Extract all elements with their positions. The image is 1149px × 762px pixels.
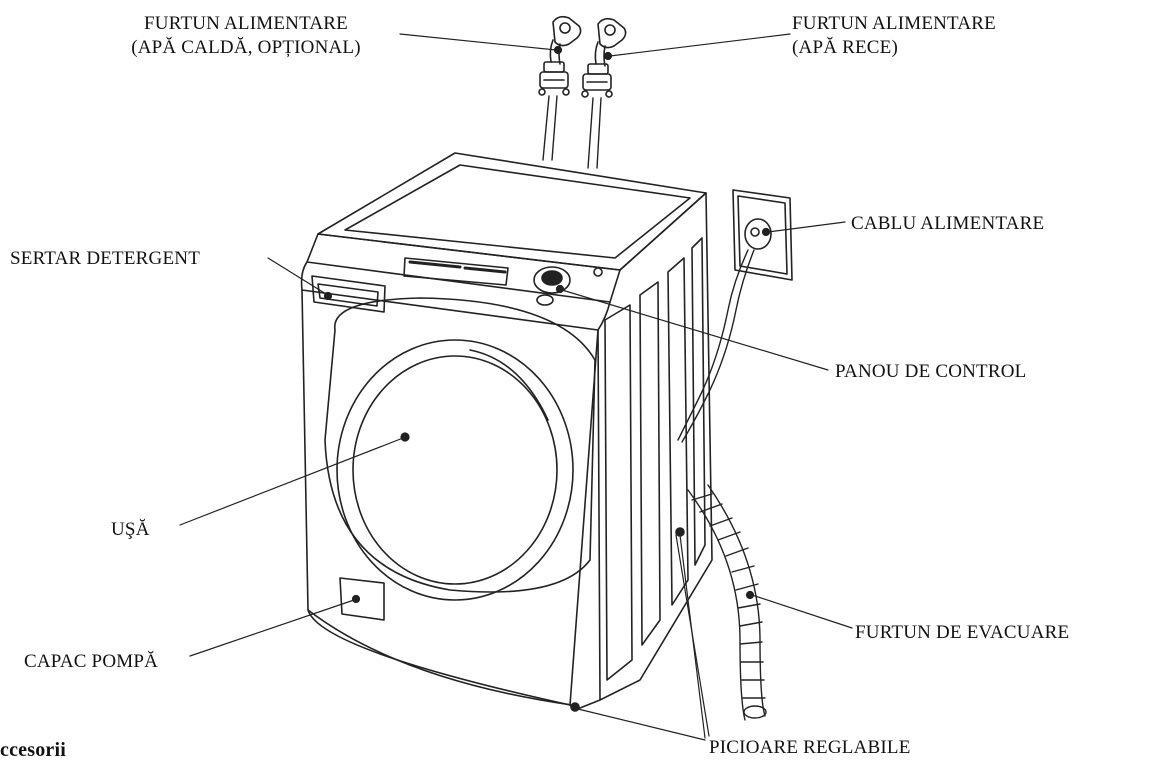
accessories-heading: ccesorii — [0, 739, 67, 761]
program-knob-icon — [533, 266, 603, 306]
adjustable-feet-label: PICIOARE REGLABILE — [709, 737, 911, 758]
foot-marker — [570, 702, 580, 712]
power-cable — [677, 249, 749, 441]
cold-water-hose-label: FURTUN ALIMENTARE (APĂ RECE) — [792, 13, 996, 58]
door — [324, 297, 596, 601]
pump-cover — [339, 577, 385, 621]
washing-machine-body — [300, 152, 713, 711]
detergent-drawer-label: SERTAR DETERGENT — [10, 248, 200, 269]
hot-water-tap-icon — [538, 15, 582, 96]
cold-water-tap-icon — [581, 17, 627, 98]
power-outlet-icon — [732, 189, 793, 281]
pump-cover-label: CAPAC POMPĂ — [24, 651, 159, 672]
inlet-hoses — [542, 95, 602, 169]
control-panel-display — [403, 257, 509, 286]
door-label: UŞĂ — [111, 519, 150, 540]
power-cable-label: CABLU ALIMENTARE — [851, 213, 1045, 234]
control-panel-label: PANOU DE CONTROL — [835, 361, 1027, 382]
detergent-drawer — [311, 275, 386, 313]
drain-hose — [687, 484, 767, 721]
hot-water-hose-label: FURTUN ALIMENTARE (APĂ CALDĂ, OPȚIONAL) — [131, 13, 361, 58]
drain-hose-label: FURTUN DE EVACUARE — [855, 622, 1070, 643]
leader-lines — [179, 33, 853, 741]
